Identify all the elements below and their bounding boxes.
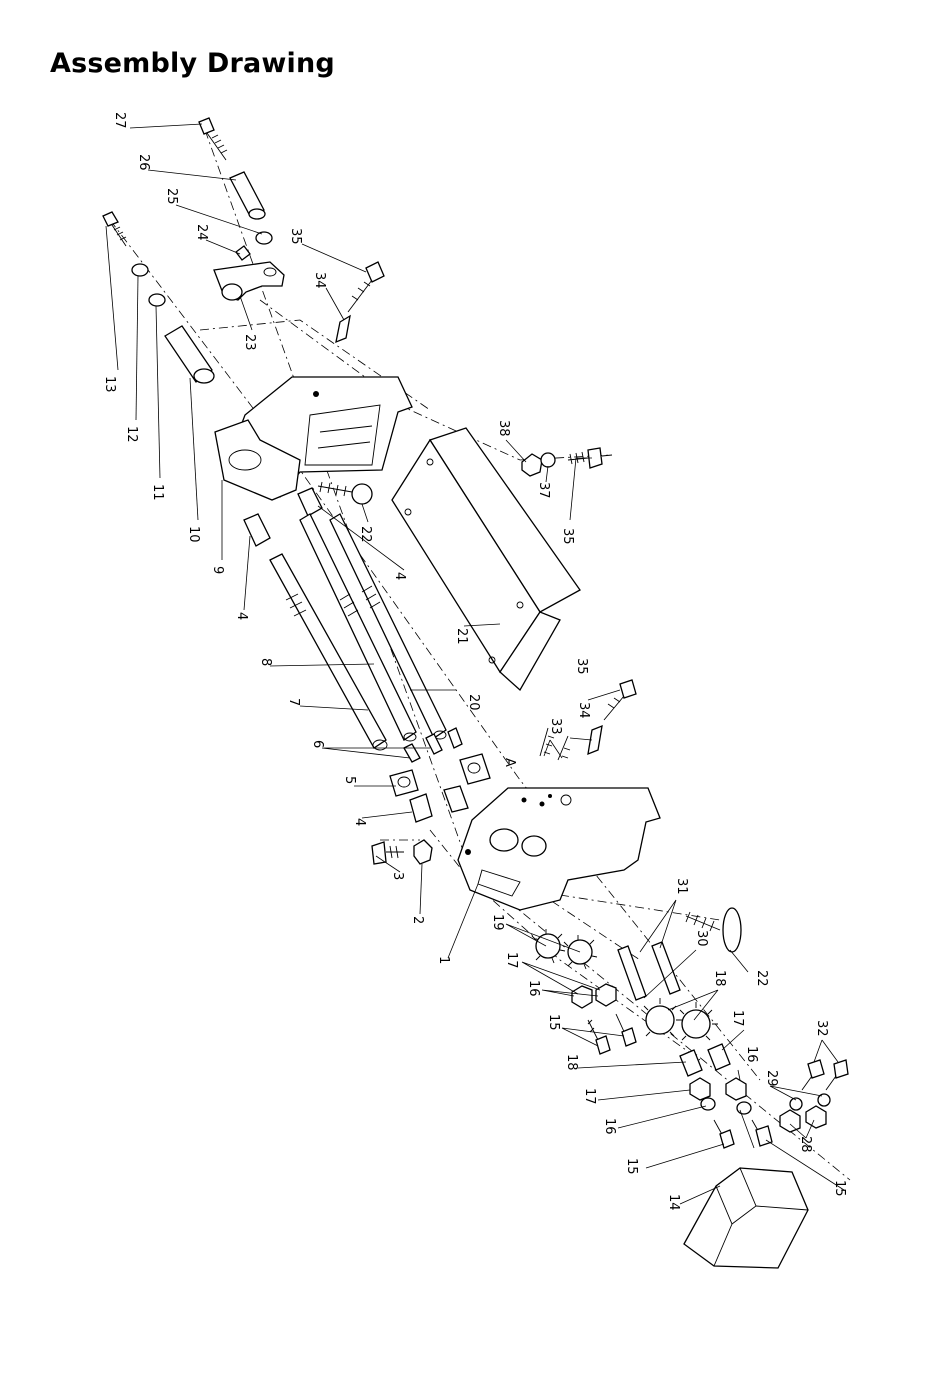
leader-lines (106, 124, 844, 1204)
callout-2: 2 (410, 916, 425, 924)
callout-29: 29 (764, 1070, 779, 1087)
washer-16-lower-a (701, 1098, 715, 1110)
block-14 (684, 1168, 808, 1268)
screw-15-lower-a (714, 1120, 734, 1148)
callout-34a: 34 (312, 272, 327, 289)
bolt-3 (372, 842, 404, 864)
callout-32: 32 (814, 1020, 829, 1037)
nut-17-lower-b (726, 1078, 746, 1100)
callout-19: 19 (490, 914, 505, 931)
mounting-plate-21 (392, 428, 580, 690)
nut-2 (414, 840, 432, 864)
callout-33: 33 (548, 718, 563, 735)
callout-17a: 17 (504, 952, 519, 969)
callout-9: 9 (210, 566, 225, 574)
nuts-28 (780, 1106, 826, 1132)
callout-6: 6 (310, 740, 325, 748)
callout-28: 28 (798, 1136, 813, 1153)
callout-11: 11 (150, 484, 165, 501)
callout-25: 25 (164, 188, 179, 205)
callout-4a: 4 (392, 572, 407, 580)
spring-34-upper (336, 316, 350, 342)
screws-32 (802, 1060, 848, 1090)
upper-housing-9 (215, 377, 412, 500)
callout-4c: 4 (352, 818, 367, 826)
callout-3: 3 (390, 872, 405, 880)
screws-15-upper (588, 1014, 636, 1054)
callout-15a: 15 (546, 1014, 561, 1031)
callout-13: 13 (102, 376, 117, 393)
callout-7: 7 (286, 698, 301, 706)
callout-37: 37 (536, 482, 551, 499)
callout-5: 5 (342, 776, 357, 784)
callout-34b: 34 (576, 702, 591, 719)
callout-35c: 35 (574, 658, 589, 675)
gears-19 (532, 929, 597, 969)
callout-35a: 35 (288, 228, 303, 245)
coupler-5 (390, 770, 418, 796)
callout-23: 23 (242, 334, 257, 351)
washer-11 (149, 294, 165, 306)
callout-17c: 17 (582, 1088, 597, 1105)
bolt-27 (199, 118, 227, 160)
callout-18a: 18 (712, 970, 727, 987)
cap-25 (256, 232, 272, 244)
callout-27: 27 (112, 112, 127, 129)
screw-35-upper (348, 262, 384, 312)
bushing-4a (298, 488, 322, 516)
washers-29 (790, 1094, 830, 1110)
callout-31: 31 (674, 878, 689, 895)
screw-35-lower (604, 680, 636, 720)
callout-1: 1 (436, 956, 451, 964)
block-4d (444, 786, 468, 812)
callout-16c: 16 (602, 1118, 617, 1135)
nut-17-lower-a (690, 1078, 710, 1100)
callout-16b: 16 (744, 1046, 759, 1063)
sleeve-10 (165, 326, 214, 383)
lower-housing-1 (458, 788, 660, 910)
callout-38: 38 (496, 420, 511, 437)
callout-8: 8 (258, 658, 273, 666)
callout-21: 21 (454, 628, 469, 645)
callout-15b: 15 (624, 1158, 639, 1175)
sleeve-18a (680, 1050, 702, 1076)
callout-22a: 22 (358, 526, 373, 543)
sleeve-26 (230, 172, 265, 219)
washer-16-lower-b (737, 1102, 751, 1114)
callout-16a: 16 (526, 980, 541, 997)
callout-17b: 17 (730, 1010, 745, 1027)
callout-20: 20 (466, 694, 481, 711)
bolt-22-upper (318, 482, 372, 504)
callout-4b: 4 (234, 612, 249, 620)
callout-24: 24 (194, 224, 209, 241)
link-arm-23 (214, 262, 284, 300)
callout-12: 12 (124, 426, 139, 443)
callout-labels: 27 26 25 24 35 34 23 13 12 11 10 9 38 37… (102, 112, 847, 1211)
bushing-4b (244, 514, 270, 546)
sleeve-18b (708, 1044, 730, 1070)
coupler-A (460, 754, 490, 784)
callout-26: 26 (136, 154, 151, 171)
callout-22b: 22 (754, 970, 769, 987)
callout-30: 30 (694, 930, 709, 947)
callout-18b: 18 (564, 1054, 579, 1071)
nut-38 (522, 454, 542, 476)
callout-14: 14 (666, 1194, 681, 1211)
callout-15c: 15 (832, 1180, 847, 1197)
bushing-4c (410, 794, 432, 822)
pin-30 (618, 946, 646, 1000)
callout-10: 10 (186, 526, 201, 543)
washer-37 (541, 453, 555, 467)
callout-35b: 35 (560, 528, 575, 545)
callout-A: A (502, 758, 517, 767)
washer-12 (132, 264, 148, 276)
